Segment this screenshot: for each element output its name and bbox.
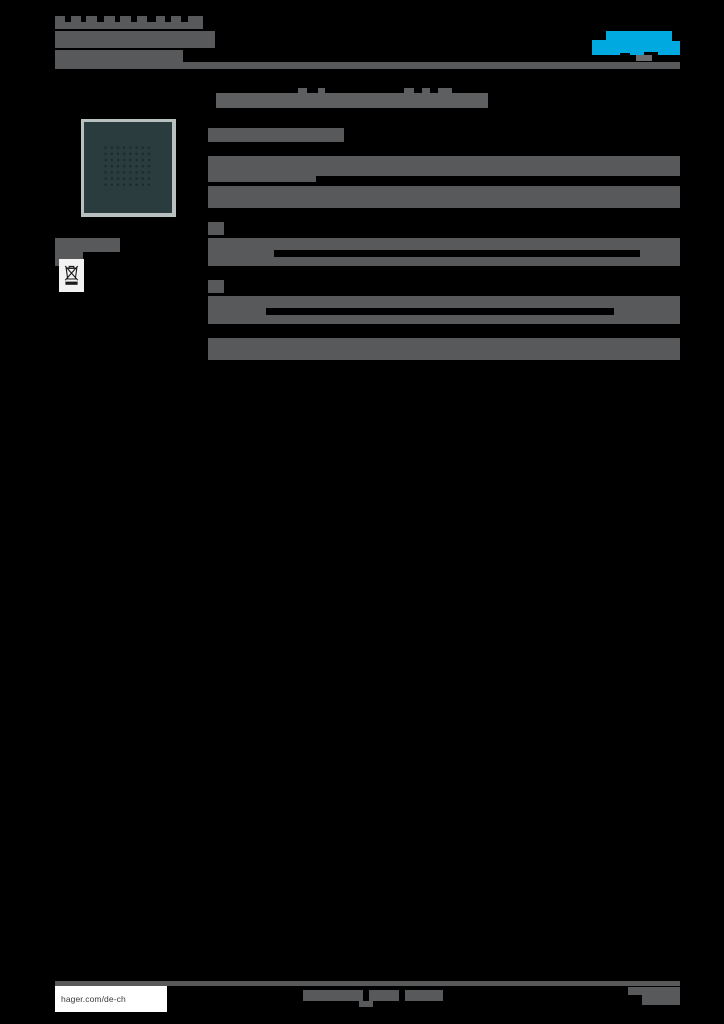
footer-center-text [303,990,443,1007]
product-heading-ascender-3 [404,88,414,94]
page-header: hager [55,14,680,74]
spec-row [208,338,680,360]
product-heading-text [208,88,209,89]
footer-center-block-b [369,990,399,1001]
section-title [208,128,680,142]
spec-row [208,156,680,182]
spec-row-label [208,156,316,182]
spec-row [208,280,680,324]
spec-subheader-marker [208,280,224,293]
header-divider [55,62,680,69]
footer-page-block-a [628,987,680,995]
hager-logo-shadow [636,55,652,61]
section-title-bar [208,128,344,142]
spec-row [208,222,680,266]
hager-logo-notch-c [620,53,630,59]
footer-divider [55,981,680,986]
specification-table [208,156,680,360]
product-photo [81,119,176,217]
product-heading-bar [216,93,488,108]
weee-caption-line-1 [55,238,120,252]
document-title-text [55,14,56,15]
speaker-grille-pattern [104,145,152,190]
document-title [55,14,215,66]
hager-logo: hager [592,31,680,61]
product-heading-ascender-4 [422,88,430,94]
spec-row-separator [274,250,640,257]
spec-row-separator [266,176,680,182]
footer-page-block-b [642,995,680,1005]
spec-row-label-text [208,296,209,297]
product-heading [208,88,680,110]
spec-subheader-marker [208,222,224,235]
spec-row [208,186,680,208]
footer-website-link[interactable]: hager.com/de-ch [55,986,167,1012]
product-heading-ascender-2 [318,88,325,94]
spec-row-label [208,338,680,360]
spec-row-label-text [208,156,209,157]
product-heading-ascender-1 [298,88,307,94]
footer-center-block-a [303,990,363,1001]
hager-logo-wordmark [592,31,680,55]
main-content [208,88,680,360]
hager-logo-notch-a [592,31,606,40]
spec-row-separator [266,308,614,315]
footer-center-block-c [405,990,443,1001]
footer-center-block-d [359,1001,373,1007]
document-title-line-1 [55,16,203,29]
spec-row-label-text [208,186,209,187]
product-photo-plate [84,122,172,213]
product-heading-ascender-5 [438,88,452,94]
document-title-line-2 [55,31,215,48]
page-footer: hager.com/de-ch [55,981,680,1017]
spec-row-label [208,186,680,208]
weee-icon [59,259,84,292]
spec-row-label-text [208,238,209,239]
spec-row-label [208,296,264,324]
footer-page-number [628,987,680,1005]
hager-logo-notch-b [672,31,680,41]
spec-row-label-text [208,338,209,339]
spec-row-label [208,238,264,266]
